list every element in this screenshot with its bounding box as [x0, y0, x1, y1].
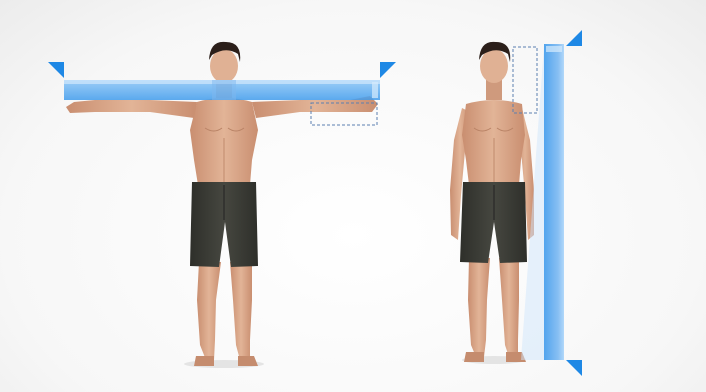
- triangle-marker-icon: [380, 62, 396, 78]
- head: [480, 49, 508, 83]
- left-leg: [197, 262, 221, 360]
- left-arm: [66, 100, 197, 118]
- right-leg: [499, 258, 519, 357]
- head: [210, 49, 238, 83]
- figure-height: [450, 42, 534, 364]
- triangle-marker-icon: [566, 360, 582, 376]
- right-foot: [238, 356, 258, 366]
- right-leg: [230, 262, 252, 360]
- triangle-marker-icon: [566, 30, 582, 46]
- left-foot: [194, 356, 214, 366]
- left-foot: [464, 352, 484, 362]
- left-leg: [468, 258, 490, 357]
- neck-overlay: [212, 80, 236, 100]
- triangle-marker-icon: [48, 62, 64, 78]
